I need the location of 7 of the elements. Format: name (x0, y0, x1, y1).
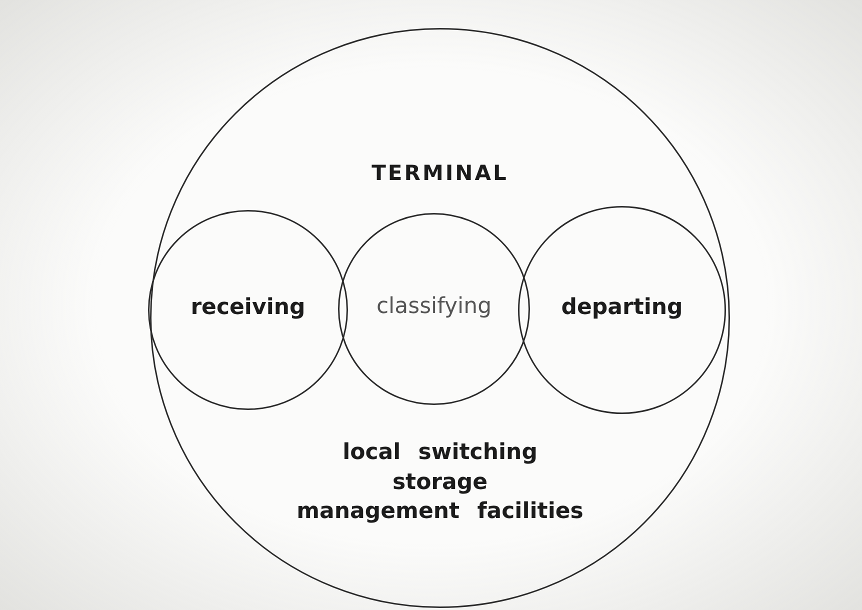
circle-label: local switching (342, 440, 538, 465)
heading: TERMINAL (372, 161, 508, 186)
circle-label: management facilities (296, 498, 584, 524)
circle-label: classifying (376, 294, 492, 319)
circle-label: storage (392, 470, 488, 495)
circle-label: departing (561, 294, 683, 320)
circle-label: receiving (190, 294, 306, 320)
